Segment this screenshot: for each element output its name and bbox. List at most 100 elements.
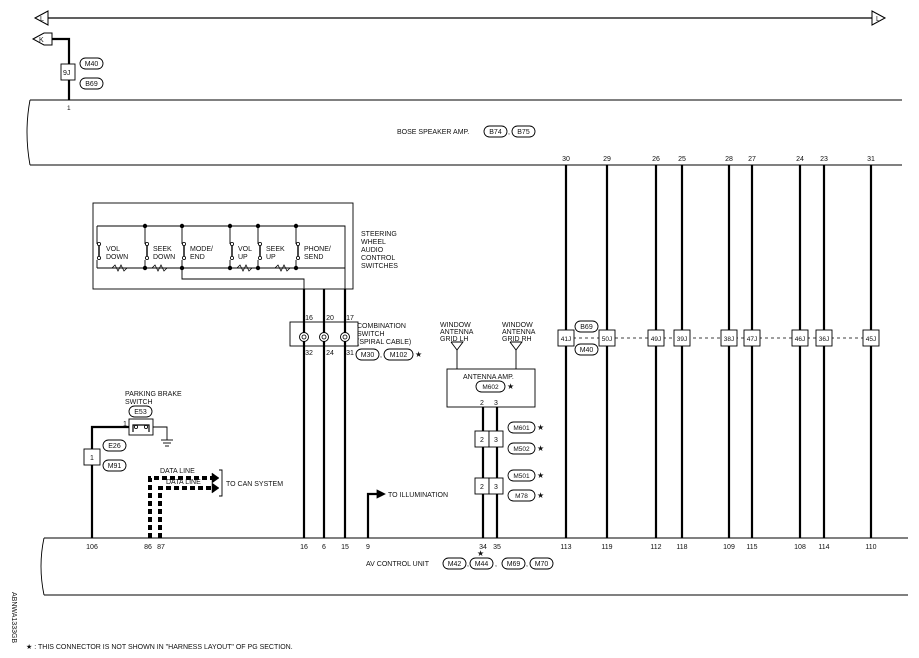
joint-code: 39J [677,336,687,343]
combo-star: ★ [415,350,422,359]
combo-pin-top: 17 [346,315,354,322]
bose-pin: 28 [725,156,733,163]
av-pin: 106 [86,544,98,551]
bose-sep: , [508,129,510,136]
antenna-rh-label: WINDOW [502,322,533,329]
joint-code: 50J [602,336,612,343]
bose-pin: 27 [748,156,756,163]
switch-label: END [190,254,205,261]
steering-label: STEERING [361,231,397,238]
combo-pin-top: 16 [305,315,313,322]
switch-label: DOWN [153,254,175,261]
av-pin: 114 [818,544,829,551]
bose-conn2: B75 [517,129,530,136]
av-pin: 9 [366,544,370,551]
bose-terminal-left: 1 [67,105,71,112]
av-sep: , [526,561,528,568]
combo-pin-bottom: 31 [346,350,354,357]
jc2-conn1: M501 [513,473,530,480]
av-conn4: M70 [535,561,549,568]
av-pin: 112 [650,544,661,551]
av-conn1: M42 [448,561,462,568]
switch-label: VOL [238,246,252,253]
joint-code: 36J [819,336,829,343]
bose-pin: 23 [820,156,828,163]
jc-conn2: M40 [580,347,594,354]
av-pin: 113 [560,544,571,551]
bose-label: BOSE SPEAKER AMP. [397,129,469,136]
antenna-pin: 2 [480,400,484,407]
bus-letter-right: L [876,16,880,23]
av-pin: 86 [144,544,152,551]
av-pin: 110 [865,544,876,551]
jc1-conn1: M601 [513,425,530,432]
av-pin: 118 [676,544,687,551]
combo-label: COMBINATION [357,323,406,330]
jc2-pin: 2 [480,484,484,491]
jc2-pin: 3 [494,484,498,491]
bose-inline-code: 9J [63,70,70,77]
bose-pin: 30 [562,156,570,163]
jc2-conn2: M78 [515,493,528,500]
bose-pin: 26 [652,156,660,163]
switch-label: SEEK [153,246,172,253]
joint-code: 47J [747,336,757,343]
av-pin: 87 [157,544,165,551]
joint-code: 38J [724,336,734,343]
steering-label: SWITCHES [361,263,398,270]
av-pin: 6 [322,544,326,551]
joint-code: 41J [561,336,571,343]
av-label: AV CONTROL UNIT [366,561,430,568]
av-pin: 16 [300,544,308,551]
steering-label: AUDIO [361,247,384,254]
antenna-lh-label: GRID LH [440,336,468,343]
combo-pin-bottom: 24 [326,350,334,357]
av-conn3: M69 [507,561,521,568]
jc1-pin: 3 [494,437,498,444]
footnote: ★ : THIS CONNECTOR IS NOT SHOWN IN "HARN… [26,643,293,651]
parking-inline-conn1: E26 [108,443,121,450]
antenna-lh-label: WINDOW [440,322,471,329]
star: ★ [537,471,544,480]
av-pin: 108 [794,544,806,551]
av-pin: 34 [479,544,487,551]
bose-conn1: B74 [489,129,502,136]
data-line-label: DATA LINE [166,479,201,486]
star: ★ [537,491,544,500]
parking-label: SWITCH [125,399,153,406]
jc1-pin: 2 [480,437,484,444]
av-pin: 109 [723,544,735,551]
bose-inline-conn1: M40 [85,61,99,68]
av-pin: 35 [493,544,501,551]
bus-letter-left: L [40,16,44,23]
to-illumination: TO ILLUMINATION [388,492,448,499]
antenna-pin: 3 [494,400,498,407]
switch-label: MODE/ [190,246,213,253]
bose-pin: 31 [867,156,875,163]
antenna-amp-label: ANTENNA AMP. [463,374,514,381]
joint-code: 46J [795,336,805,343]
star: ★ [537,423,544,432]
switch-label: DOWN [106,254,128,261]
av-pin: 115 [746,544,757,551]
joint-code: 45J [866,336,876,343]
combo-label: (SPIRAL CABLE) [357,339,411,346]
parking-inline-pin: 1 [90,455,94,462]
antenna-amp-star: ★ [507,382,514,391]
combo-sep: , [380,352,382,359]
side-code: ABNWA1333GB [10,592,17,643]
av-star: ★ [477,549,484,558]
antenna-rh-label: ANTENNA [502,329,536,336]
combo-label: SWITCH [357,331,385,338]
av-sep: , [467,561,469,568]
parking-pin: 1 [123,421,127,428]
bose-pin: 25 [678,156,686,163]
parking-conn: E53 [134,409,147,416]
to-can-system: TO CAN SYSTEM [226,481,283,488]
steering-label: CONTROL [361,255,395,262]
switch-label: SEND [304,254,323,261]
k-marker: K [39,37,44,44]
star: ★ [537,444,544,453]
steering-label: WHEEL [361,239,386,246]
